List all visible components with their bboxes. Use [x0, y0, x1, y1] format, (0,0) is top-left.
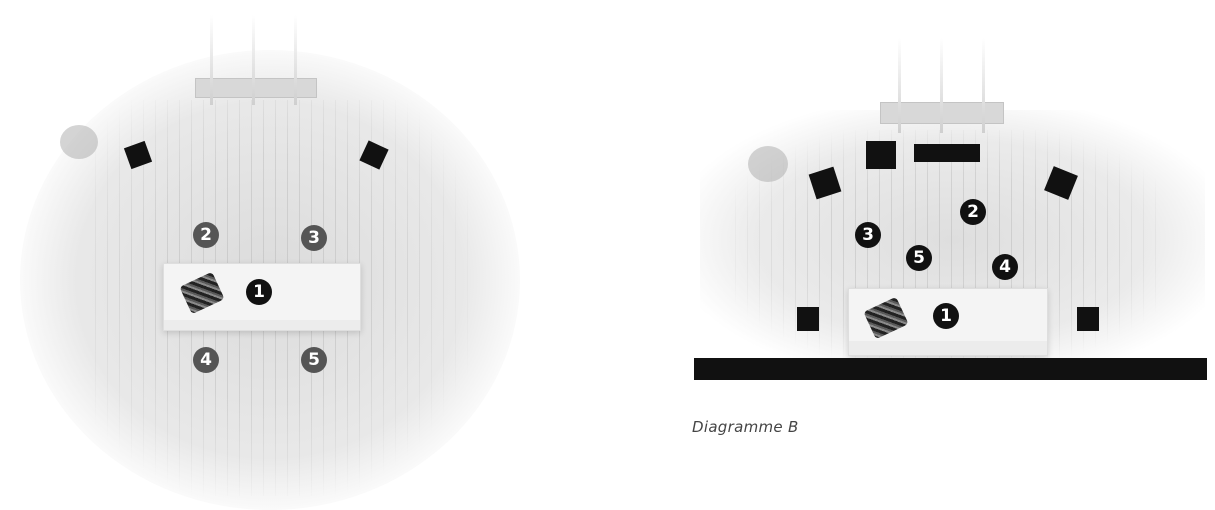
- room-b-plant: [748, 146, 788, 182]
- room-a-window: [195, 78, 317, 98]
- room-b-speaker-rear-right: [1077, 307, 1099, 331]
- position-marker-2: 2: [960, 199, 986, 225]
- position-marker-4: 4: [193, 347, 219, 373]
- room-b-center-speaker: [866, 141, 896, 169]
- position-marker-3: 3: [301, 225, 327, 251]
- position-marker-1: 1: [933, 303, 959, 329]
- room-a-plant: [60, 125, 98, 159]
- sofa-back: [849, 341, 1047, 355]
- room-b-curtain: [940, 38, 943, 133]
- room-a-curtain: [294, 15, 297, 105]
- position-marker-2: 2: [193, 222, 219, 248]
- position-marker-1: 1: [246, 279, 272, 305]
- room-b-speaker-rear-left: [797, 307, 819, 331]
- position-marker-5: 5: [906, 245, 932, 271]
- room-a-curtain: [210, 15, 213, 105]
- room-b-front-wall-bar: [694, 358, 1207, 380]
- room-b-curtain: [898, 38, 901, 133]
- room-a-curtain: [252, 15, 255, 105]
- position-marker-5: 5: [301, 347, 327, 373]
- room-b-curtain: [982, 38, 985, 133]
- position-marker-4: 4: [992, 254, 1018, 280]
- position-marker-3: 3: [855, 222, 881, 248]
- room-b-tv: [914, 144, 980, 162]
- diagram-a: 1 2 3 4 5: [0, 0, 560, 510]
- diagram-caption: Diagramme B: [692, 418, 799, 436]
- sofa-back: [164, 320, 360, 330]
